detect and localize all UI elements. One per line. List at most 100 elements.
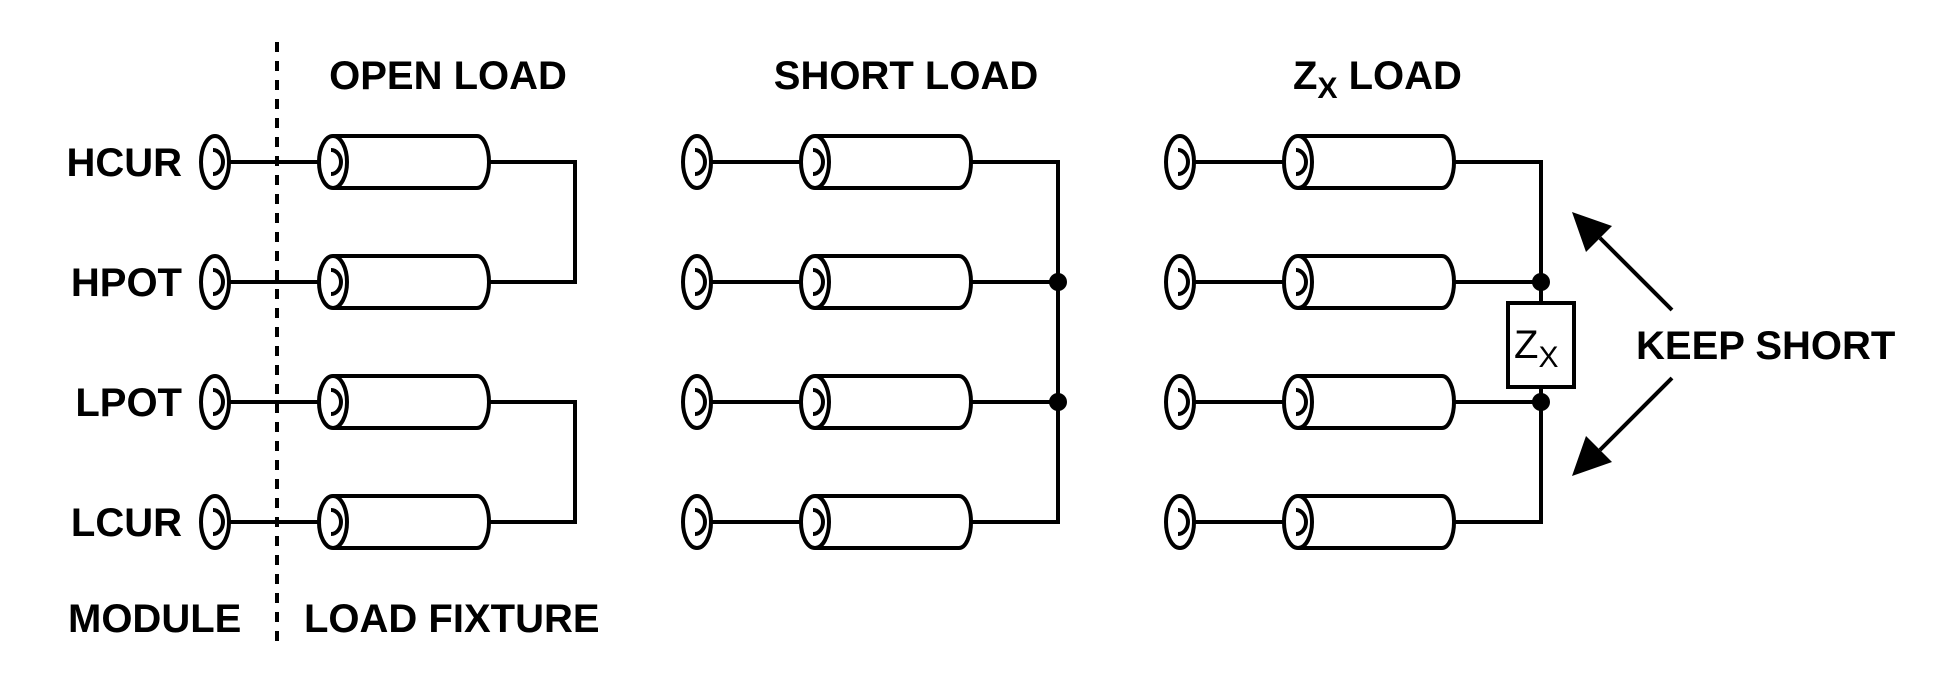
connector-icon — [199, 494, 231, 550]
connector-icon — [1164, 494, 1196, 550]
open-high-pair-wire — [487, 160, 577, 284]
zx-junction-dot — [1532, 393, 1550, 411]
connector-icon — [1164, 374, 1196, 430]
cable-end-arc — [812, 268, 825, 296]
connector-arc — [694, 388, 707, 416]
connector-icon — [681, 254, 713, 310]
cable-end-arc — [812, 148, 825, 176]
load-fixture-label: LOAD FIXTURE — [304, 597, 600, 641]
keep-short-label: KEEP SHORT — [1636, 324, 1895, 368]
terminal-label-lcur: LCUR — [71, 501, 182, 545]
cable-end-icon — [799, 254, 831, 310]
cable-row-hpot — [1164, 254, 1456, 310]
connector-icon — [1164, 254, 1196, 310]
coax-cable-icon — [1298, 254, 1456, 310]
coax-cable-icon — [333, 254, 491, 310]
zx-component-box — [1506, 301, 1576, 389]
cable-end-icon — [1282, 494, 1314, 550]
cable-end-arc — [812, 508, 825, 536]
open-load-wiring — [487, 160, 577, 524]
cable-end-arc — [330, 508, 343, 536]
arrowhead-down-icon — [1572, 436, 1612, 476]
connector-icon — [199, 254, 231, 310]
zx-load-title: ZX LOAD — [1293, 54, 1462, 105]
cable-end-icon — [317, 134, 349, 190]
cable-row-hcur — [1164, 134, 1456, 190]
terminal-label-lpot: LPOT — [75, 381, 182, 425]
connector-icon — [681, 134, 713, 190]
open-load-title: OPEN LOAD — [329, 54, 567, 98]
terminal-label-hpot: HPOT — [71, 261, 182, 305]
cable-row-lpot — [681, 374, 973, 430]
cable-end-arc — [812, 388, 825, 416]
cable-end-arc — [1295, 388, 1308, 416]
connector-arc — [1177, 268, 1190, 296]
cable-end-icon — [799, 374, 831, 430]
cable-rows — [199, 134, 1456, 550]
cable-end-icon — [1282, 254, 1314, 310]
coax-cable-icon — [333, 374, 491, 430]
coax-cable-icon — [815, 134, 973, 190]
cable-row-lcur — [199, 494, 491, 550]
cable-end-icon — [799, 494, 831, 550]
zx-low-wire — [1454, 387, 1543, 524]
cable-end-arc — [1295, 148, 1308, 176]
connector-arc — [694, 148, 707, 176]
coax-cable-icon — [1298, 134, 1456, 190]
short-load-title: SHORT LOAD — [774, 54, 1038, 98]
connector-arc — [1177, 148, 1190, 176]
connector-icon — [681, 494, 713, 550]
connector-arc — [694, 508, 707, 536]
cable-end-arc — [330, 268, 343, 296]
connector-arc — [212, 268, 225, 296]
connector-arc — [212, 508, 225, 536]
cable-end-icon — [799, 134, 831, 190]
zx-junction-dot — [1532, 273, 1550, 291]
connector-icon — [681, 374, 713, 430]
coax-cable-icon — [1298, 494, 1456, 550]
coax-cable-icon — [815, 374, 973, 430]
arrowhead-up-icon — [1572, 212, 1612, 252]
cable-row-lcur — [1164, 494, 1456, 550]
cable-end-icon — [1282, 374, 1314, 430]
zx-high-wire — [1454, 160, 1543, 303]
cable-end-arc — [1295, 508, 1308, 536]
connector-arc — [694, 268, 707, 296]
cable-row-hcur — [681, 134, 973, 190]
coax-cable-icon — [333, 494, 491, 550]
short-load-wiring — [970, 160, 1067, 524]
short-bus-wire — [970, 160, 1060, 524]
coax-cable-icon — [815, 254, 973, 310]
zx-load-wiring: ZX — [1454, 160, 1576, 524]
cable-end-icon — [317, 494, 349, 550]
keep-short-arrow-down — [1598, 376, 1674, 452]
short-junction-dot — [1049, 393, 1067, 411]
connector-icon — [199, 374, 231, 430]
cable-end-icon — [317, 254, 349, 310]
connector-arc — [1177, 508, 1190, 536]
cable-row-hpot — [681, 254, 973, 310]
zx-component-label: ZX — [1514, 323, 1558, 374]
connector-arc — [1177, 388, 1190, 416]
short-junction-dot — [1049, 273, 1067, 291]
cable-end-icon — [1282, 134, 1314, 190]
cable-row-hpot — [199, 254, 491, 310]
connector-icon — [1164, 134, 1196, 190]
cable-end-arc — [330, 148, 343, 176]
keep-short-annotation: KEEP SHORT — [1572, 212, 1895, 476]
coax-cable-icon — [1298, 374, 1456, 430]
cable-row-hcur — [199, 134, 491, 190]
cable-end-icon — [317, 374, 349, 430]
coax-cable-icon — [333, 134, 491, 190]
cable-row-lpot — [199, 374, 491, 430]
connector-icon — [199, 134, 231, 190]
cable-end-arc — [330, 388, 343, 416]
keep-short-arrow-up — [1598, 236, 1674, 312]
cable-row-lpot — [1164, 374, 1456, 430]
coax-cable-icon — [815, 494, 973, 550]
cable-end-arc — [1295, 268, 1308, 296]
terminal-label-hcur: HCUR — [66, 141, 182, 185]
cable-row-lcur — [681, 494, 973, 550]
module-label: MODULE — [68, 597, 241, 641]
